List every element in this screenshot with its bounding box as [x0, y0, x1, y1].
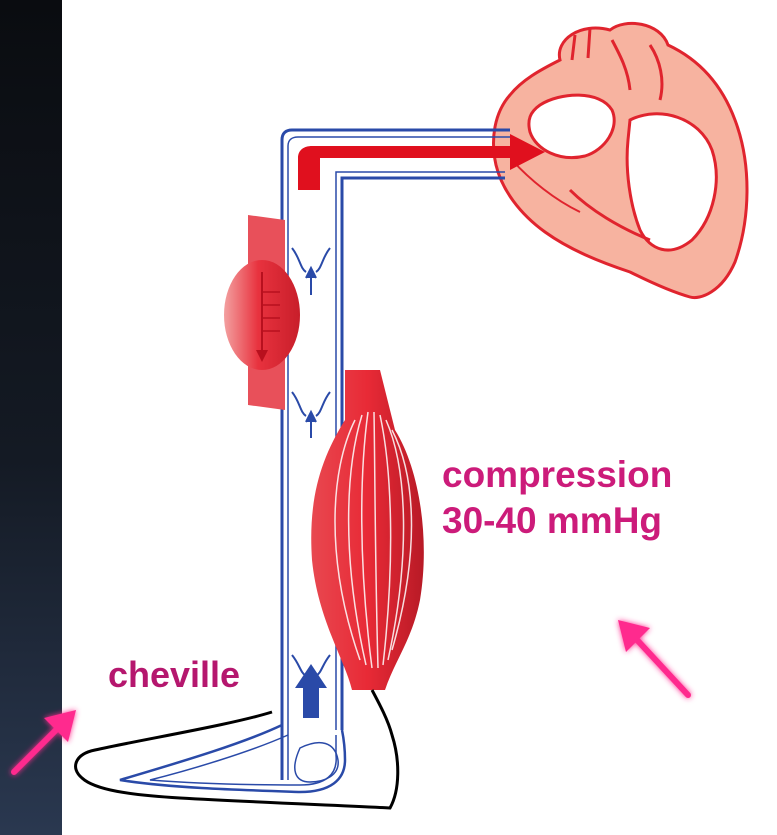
- compression-label-line2: 30-40 mmHg: [442, 498, 672, 544]
- arrow-up-left-icon: [618, 620, 688, 695]
- heart-illustration: [494, 23, 747, 297]
- compression-label-line1: compression: [442, 452, 672, 498]
- foot-outline: [76, 690, 398, 808]
- flow-up-arrow: [295, 664, 327, 718]
- ankle-label: cheville: [108, 654, 240, 696]
- arrow-up-right-icon: [14, 710, 76, 772]
- valve-middle: [292, 392, 330, 438]
- calf-muscle: [311, 370, 424, 690]
- valve-upper: [292, 248, 330, 295]
- compression-label: compression 30-40 mmHg: [442, 452, 672, 544]
